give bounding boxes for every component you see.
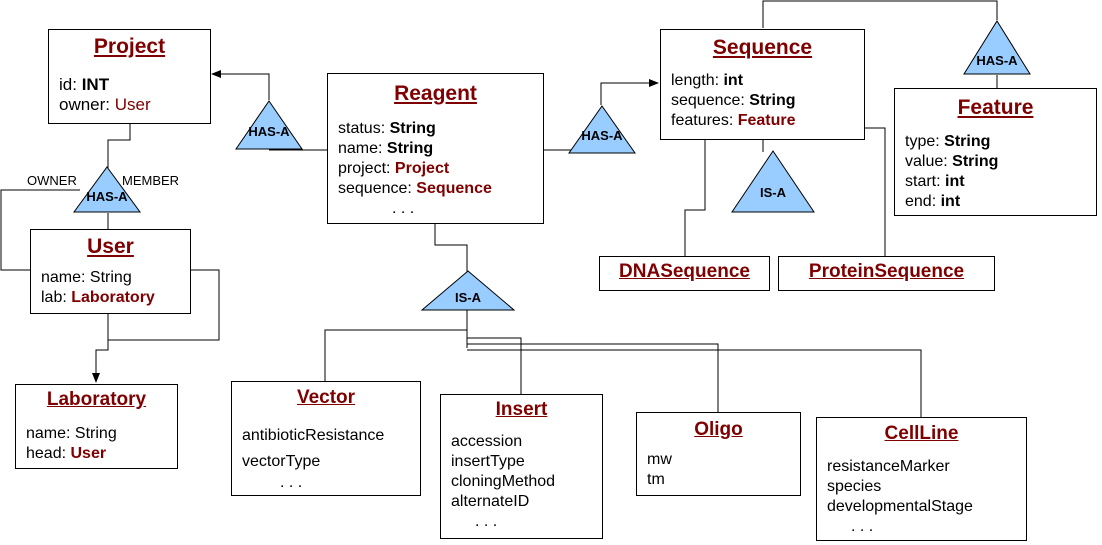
has-a-label: HAS-A	[581, 128, 623, 143]
sequence-isa-right	[811, 127, 886, 256]
cellline-branch	[467, 349, 922, 417]
field-alternate-id: alternateID	[451, 493, 530, 510]
entity-title: Feature	[957, 96, 1034, 119]
reagent-project-arrow	[211, 70, 270, 100]
field-name: name: String	[26, 425, 117, 442]
has-a-triangle-reagent-sequence	[568, 105, 636, 154]
field-sequence: sequence: String	[671, 92, 796, 109]
field-resistance-marker: resistanceMarker	[827, 458, 950, 475]
entity-fields: name: String head: User	[26, 424, 117, 464]
is-a-triangle-reagent	[420, 270, 516, 311]
has-a-label: HAS-A	[248, 124, 290, 139]
field-value: value: String	[905, 153, 999, 170]
entity-title: User	[87, 235, 134, 258]
field-name: name: String	[338, 140, 434, 157]
has-a-triangle-project-user	[73, 166, 141, 213]
user-entity: User name: String lab: Laboratory	[30, 229, 191, 314]
entity-title: Project	[93, 35, 166, 58]
sequence-feature-connector	[762, 0, 998, 28]
field-owner: owner: User	[59, 95, 151, 114]
member-label: MEMBER	[122, 173, 180, 188]
field-end: end: int	[905, 193, 961, 210]
insert-branch	[467, 337, 522, 394]
entity-fields: mw tm	[647, 450, 672, 490]
entity-fields: name: String lab: Laboratory	[41, 268, 155, 308]
oligo-entity: Oligo mw tm	[636, 412, 801, 496]
has-a-triangle-reagent-project	[235, 100, 303, 150]
sequence-entity: Sequence length: int sequence: String fe…	[660, 29, 865, 140]
sequence-isa-left	[684, 140, 706, 256]
entity-title: Laboratory	[46, 389, 147, 410]
entity-title: Reagent	[394, 82, 477, 105]
is-a-label: IS-A	[760, 185, 786, 200]
field-tm: tm	[647, 471, 665, 488]
field-vector-type: vectorType	[242, 453, 321, 470]
reagent-isa-connector	[434, 224, 468, 272]
insert-entity: Insert accession insertType cloningMetho…	[440, 394, 603, 539]
is-a-label: IS-A	[455, 290, 481, 305]
field-mw: mw	[647, 451, 672, 468]
field-status: status: String	[338, 120, 436, 137]
entity-fields: length: int sequence: String features: F…	[671, 71, 796, 131]
field-cloning-method: cloningMethod	[451, 473, 556, 490]
field-sequence: sequence: Sequence	[338, 180, 492, 197]
proteinsequence-entity: ProteinSequence	[778, 256, 995, 291]
more-fields: . . .	[851, 518, 874, 535]
more-fields: . . .	[392, 200, 415, 217]
entity-title: Sequence	[712, 36, 813, 59]
entity-fields: accession insertType cloningMethod alter…	[451, 432, 555, 532]
field-type: type: String	[905, 133, 991, 150]
field-start: start: int	[905, 173, 965, 190]
more-fields: . . .	[475, 513, 498, 530]
cellline-entity: CellLine resistanceMarker species develo…	[816, 417, 1027, 541]
field-length: length: int	[671, 72, 744, 89]
oligo-branch	[467, 343, 719, 412]
has-a-label: HAS-A	[86, 189, 128, 204]
entity-fields: antibioticResistance vectorType . . .	[242, 421, 384, 493]
has-a-triangle-sequence-feature	[963, 20, 1031, 75]
entity-title: DNASequence	[619, 261, 750, 282]
feature-entity: Feature type: String value: String start…	[894, 88, 1097, 216]
vector-branch	[324, 329, 467, 381]
field-insert-type: insertType	[451, 453, 525, 470]
field-developmental-stage: developmentalStage	[827, 498, 973, 515]
reagent-sequence-arrow	[600, 79, 659, 105]
field-accession: accession	[451, 433, 523, 450]
field-name: name: String	[41, 269, 132, 286]
owner-label: OWNER	[27, 173, 77, 188]
entity-title: ProteinSequence	[808, 261, 965, 282]
entity-fields: id: INT owner: User	[59, 75, 151, 115]
more-fields: . . .	[280, 474, 303, 491]
entity-title: Insert	[495, 399, 548, 420]
field-id: id: INT	[59, 75, 110, 94]
field-project: project: Project	[338, 160, 450, 177]
entity-title: Oligo	[694, 419, 743, 440]
field-head: head: User	[26, 445, 107, 462]
field-lab: lab: Laboratory	[41, 289, 155, 306]
project-user-connector	[107, 124, 131, 168]
member-loop	[108, 269, 220, 341]
reagent-entity: Reagent status: String name: String proj…	[327, 73, 544, 224]
owner-loop	[0, 189, 80, 271]
is-a-triangle-sequence	[731, 150, 815, 213]
vector-entity: Vector antibioticResistance vectorType .…	[231, 381, 421, 496]
entity-fields: status: String name: String project: Pro…	[338, 119, 492, 219]
field-antibiotic-resistance: antibioticResistance	[242, 427, 385, 444]
project-entity: Project id: INT owner: User	[48, 29, 211, 124]
entity-fields: type: String value: String start: int en…	[905, 132, 998, 212]
entity-fields: resistanceMarker species developmentalSt…	[827, 457, 973, 537]
dnasequence-entity: DNASequence	[599, 256, 770, 291]
has-a-label: HAS-A	[976, 53, 1018, 68]
laboratory-entity: Laboratory name: String head: User	[15, 384, 178, 469]
field-features: features: Feature	[671, 112, 796, 129]
entity-title: Vector	[296, 387, 356, 408]
field-species: species	[827, 478, 882, 495]
entity-title: CellLine	[884, 423, 959, 444]
